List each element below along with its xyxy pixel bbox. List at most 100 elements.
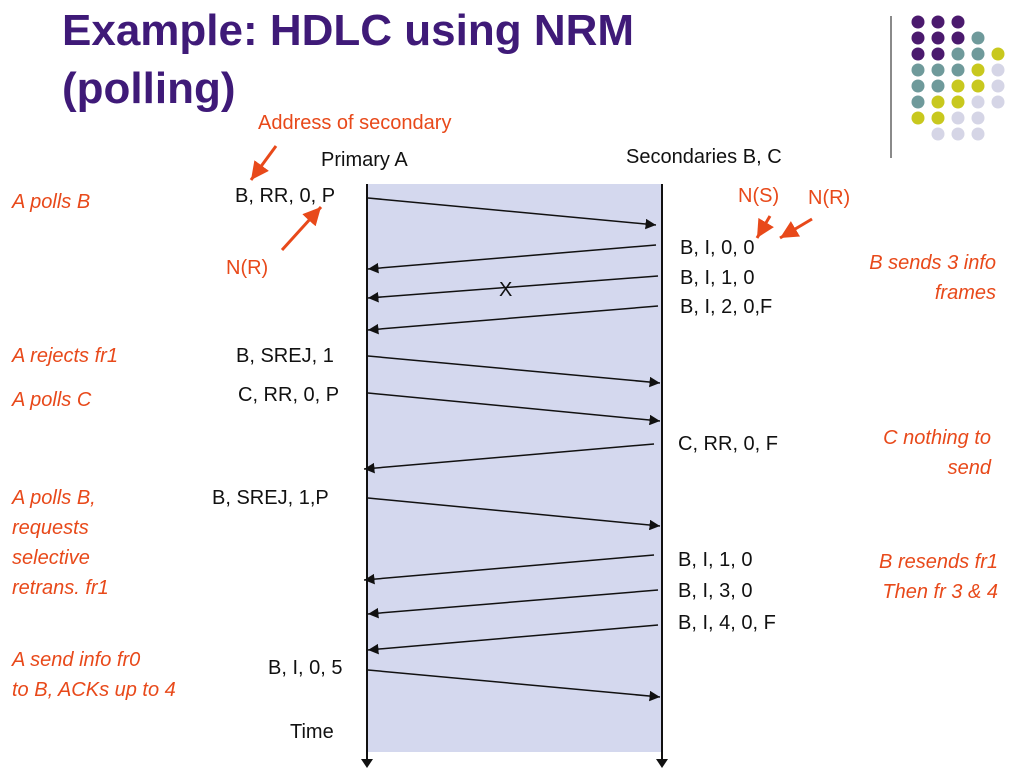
note-a-rejects-fr1: A rejects fr1: [12, 341, 118, 371]
note-line: retrans. fr1: [12, 577, 109, 599]
nr-left-pointer-arrow: [280, 205, 323, 252]
primary-timeline-arrowhead: [361, 759, 373, 768]
annotation-nr-right: N(R): [808, 187, 851, 209]
dot-r3-c3: [971, 63, 985, 77]
note-a-polls-b-srej: A polls B, requests selective retrans. f…: [12, 483, 109, 603]
dot-r3-c4: [991, 63, 1005, 77]
dot-r0-c2: [951, 15, 965, 29]
frame-label-a-srej: B, SREJ, 1: [236, 345, 334, 367]
frame-label-b-i-4: B, I, 4, 0, F: [678, 612, 776, 634]
frame-arrow-a-rr-c: [367, 392, 661, 426]
frame-arrow-a-srej-p: [367, 497, 661, 531]
decorative-vertical-line: [890, 16, 892, 158]
frame-label-b-i-0: B, I, 0, 0: [680, 237, 755, 259]
frame-label-a-rr-c: C, RR, 0, P: [238, 384, 340, 406]
dot-r3-c0: [911, 63, 925, 77]
note-c-nothing-to-send: C nothing to send: [883, 423, 991, 483]
note-line: requests: [12, 517, 89, 539]
dot-r0-c1: [931, 15, 945, 29]
dot-r2-c4: [991, 47, 1005, 61]
dot-r4-c2: [951, 79, 965, 93]
frame-arrow-a-rr-b: [367, 197, 657, 230]
lost-frame-marker: X: [499, 279, 513, 301]
annotation-nr-left: N(R): [226, 257, 269, 279]
annotation-ns: N(S): [738, 185, 780, 207]
frame-arrow-b-i-2: [367, 305, 659, 335]
frame-label-b-i-3: B, I, 3, 0: [678, 580, 753, 602]
note-line: selective: [12, 547, 90, 569]
dot-r6-c0: [911, 111, 925, 125]
dot-r2-c0: [911, 47, 925, 61]
dot-r3-c1: [931, 63, 945, 77]
decorative-dot-grid: [911, 15, 1005, 141]
dot-r4-c4: [991, 79, 1005, 93]
timeline-band: [367, 184, 662, 752]
frame-arrow-b-i-4: [367, 624, 659, 655]
secondary-stations-label: Secondaries B, C: [626, 146, 782, 168]
dot-r5-c1: [931, 95, 945, 109]
dot-r6-c3: [971, 111, 985, 125]
note-a-send-info: A send info fr0 to B, ACKs up to 4: [12, 645, 176, 705]
note-line: Then fr 3 & 4: [882, 581, 998, 603]
frame-arrow-b-i-3: [367, 589, 659, 619]
ns-pointer-arrow: [755, 215, 774, 239]
dot-r2-c1: [931, 47, 945, 61]
dot-r7-c2: [951, 127, 965, 141]
frame-label-b-i-1-re: B, I, 1, 0: [678, 549, 753, 571]
dot-r2-c3: [971, 47, 985, 61]
dot-r3-c2: [951, 63, 965, 77]
frame-arrow-c-rr: [363, 443, 655, 474]
dot-r5-c3: [971, 95, 985, 109]
dot-r4-c3: [971, 79, 985, 93]
dot-r0-c0: [911, 15, 925, 29]
time-axis-label: Time: [290, 721, 334, 743]
note-line: to B, ACKs up to 4: [12, 679, 176, 701]
title-line-1: Example: HDLC using NRM: [62, 6, 635, 55]
note-line: A send info fr0: [12, 649, 141, 671]
frame-arrow-a-srej: [367, 355, 661, 388]
annotation-address-of-secondary: Address of secondary: [258, 112, 452, 134]
note-line: A polls B: [12, 191, 91, 213]
note-line: C nothing to: [883, 427, 991, 449]
dot-r1-c2: [951, 31, 965, 45]
nr-right-pointer-arrow: [779, 217, 813, 240]
dot-r1-c0: [911, 31, 925, 45]
dot-r5-c2: [951, 95, 965, 109]
dot-r4-c1: [931, 79, 945, 93]
note-line: B sends 3 info: [869, 252, 996, 274]
note-line: frames: [934, 282, 996, 304]
primary-station-label: Primary A: [321, 149, 408, 171]
dot-r6-c1: [931, 111, 945, 125]
note-b-resends-fr1: B resends fr1 Then fr 3 & 4: [879, 547, 998, 607]
note-line: A rejects fr1: [12, 345, 118, 367]
frame-arrow-b-i-1-re: [363, 554, 655, 585]
note-line: B resends fr1: [879, 551, 998, 573]
frame-arrow-b-i-1-lost: [367, 275, 659, 303]
dot-r2-c2: [951, 47, 965, 61]
frame-arrow-b-i-0: [367, 244, 657, 274]
title-line-2: (polling): [62, 64, 236, 113]
dot-r5-c0: [911, 95, 925, 109]
frame-label-a-srej-p: B, SREJ, 1,P: [212, 487, 329, 509]
dot-r1-c1: [931, 31, 945, 45]
note-a-polls-c: A polls C: [12, 385, 91, 415]
note-line: A polls B,: [12, 487, 96, 509]
dot-r7-c1: [931, 127, 945, 141]
dot-r7-c3: [971, 127, 985, 141]
slide-title: Example: HDLC using NRM (polling): [62, 2, 634, 118]
dot-r5-c4: [991, 95, 1005, 109]
note-line: send: [947, 457, 991, 479]
dot-r4-c0: [911, 79, 925, 93]
dot-r1-c3: [971, 31, 985, 45]
frame-label-b-i-2: B, I, 2, 0,F: [680, 296, 773, 318]
note-a-polls-b: A polls B: [12, 187, 90, 217]
frame-label-c-rr: C, RR, 0, F: [678, 433, 779, 455]
frame-arrow-a-i-0: [367, 669, 661, 702]
address-pointer-arrow: [249, 145, 278, 181]
secondary-timeline-arrowhead: [656, 759, 668, 768]
note-b-sends-3-info: B sends 3 info frames: [869, 248, 996, 308]
dot-r6-c2: [951, 111, 965, 125]
frame-label-a-i-0: B, I, 0, 5: [268, 657, 343, 679]
frame-label-a-rr-b: B, RR, 0, P: [235, 185, 336, 207]
